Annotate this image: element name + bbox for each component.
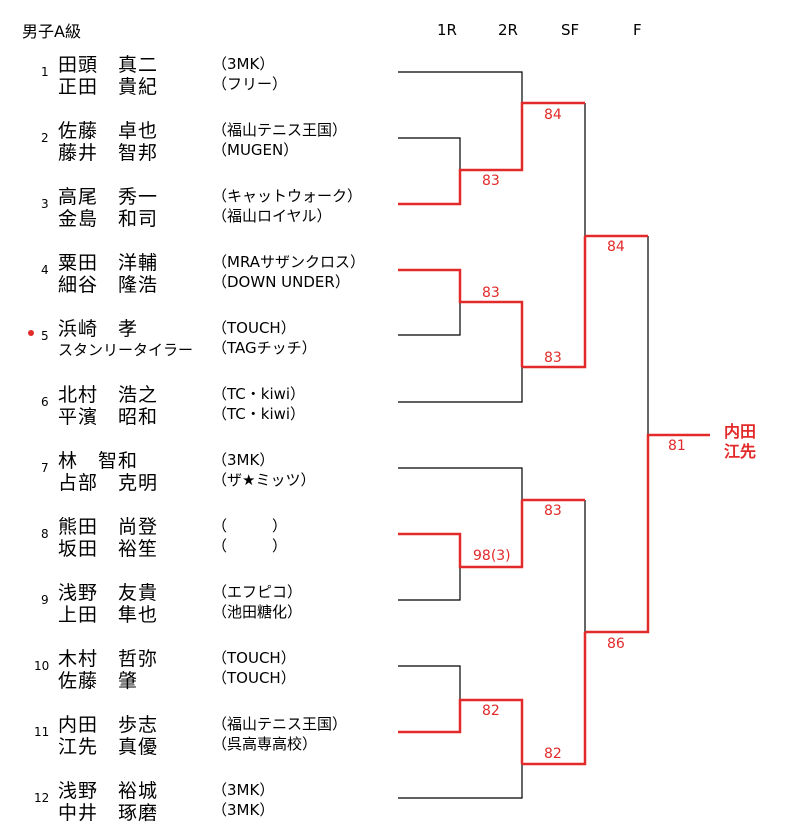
score-sf-bot: 86	[607, 636, 625, 652]
score-2r-2: 83	[544, 350, 562, 366]
player-name: 林 智和	[58, 450, 139, 472]
player-name: 江先 真優	[58, 736, 159, 758]
club-name: （TC・kiwi）	[212, 405, 306, 423]
club-name: （ ）	[212, 537, 288, 555]
club-name: （MUGEN）	[212, 141, 299, 159]
champion-name-2: 江先	[724, 442, 757, 461]
club-name: （3MK）	[212, 55, 275, 73]
round-label-sf: SF	[561, 21, 580, 39]
player-name: 藤井 智邦	[58, 142, 159, 164]
club-name: （福山テニス王国）	[212, 121, 348, 139]
player-name: 木村 哲弥	[58, 648, 159, 670]
player-name: 佐藤 卓也	[58, 120, 159, 142]
seed-number: 1	[41, 65, 49, 79]
score-1r-low: 98(3)	[473, 548, 511, 564]
seed-number: 8	[41, 527, 49, 541]
player-name: 中井 琢磨	[58, 802, 159, 824]
club-name: （呉高専高校）	[212, 735, 318, 753]
club-name: （キャットウォーク）	[212, 187, 363, 205]
player-name: 粟田 洋輔	[58, 252, 159, 274]
club-name: （エフピコ）	[212, 583, 303, 601]
club-name: （3MK）	[212, 451, 275, 469]
seed-number: 9	[41, 593, 49, 607]
seed-number: 11	[34, 725, 50, 739]
player-name: 田頭 真二	[58, 54, 159, 76]
club-name: （TC・kiwi）	[212, 385, 306, 403]
player-name: 平濱 昭和	[58, 406, 159, 428]
club-name: （3MK）	[212, 781, 275, 799]
club-name: （TOUCH）	[212, 649, 296, 667]
player-name: 正田 貴紀	[58, 76, 159, 98]
club-name: （ ）	[212, 517, 288, 535]
seed-number: 6	[41, 395, 49, 409]
division-title: 男子A級	[22, 22, 81, 41]
seed-marker-dot	[28, 330, 34, 336]
seed-number: 10	[34, 659, 50, 673]
player-name: 熊田 尚登	[58, 516, 159, 538]
player-name: 占部 克明	[58, 472, 159, 494]
club-name: （MRAサザンクロス）	[212, 253, 366, 271]
round-label-1r: 1R	[437, 21, 457, 39]
champion-name-1: 内田	[724, 422, 757, 441]
club-name: （池田糖化）	[212, 603, 303, 621]
player-name: 坂田 裕笙	[58, 538, 159, 560]
club-name: （DOWN UNDER）	[212, 273, 350, 291]
score-1r-top: 83	[482, 173, 500, 189]
seed-number: 7	[41, 461, 49, 475]
player-name: 上田 隼也	[58, 604, 159, 626]
player-name: 北村 浩之	[58, 384, 159, 406]
player-name: 高尾 秀一	[58, 186, 159, 208]
score-2r-1: 84	[544, 107, 562, 123]
score-2r-3: 83	[544, 503, 562, 519]
score-final: 81	[668, 438, 686, 454]
player-name: 浅野 裕城	[58, 780, 159, 802]
seed-number: 5	[41, 329, 49, 343]
player-name: 内田 歩志	[58, 714, 159, 736]
player-name: 細谷 隆浩	[58, 274, 159, 296]
score-1r-mid: 83	[482, 285, 500, 301]
round-label-f: F	[633, 21, 642, 39]
score-sf-top: 84	[607, 239, 625, 255]
club-name: （フリー）	[212, 75, 288, 93]
seed-number: 12	[34, 791, 50, 805]
score-2r-4: 82	[544, 746, 562, 762]
club-name: （TOUCH）	[212, 669, 296, 687]
player-name: スタンリータイラー	[58, 341, 194, 359]
club-name: （TAGチッチ）	[212, 339, 317, 357]
score-1r-bot: 82	[482, 703, 500, 719]
player-name: 浜崎 孝	[58, 318, 139, 340]
club-name: （ザ★ミッツ）	[212, 471, 316, 489]
player-name: 浅野 友貴	[58, 582, 159, 604]
seed-number: 2	[41, 131, 49, 145]
club-name: （福山テニス王国）	[212, 715, 348, 733]
player-name: 金島 和司	[58, 208, 159, 230]
club-name: （福山ロイヤル）	[212, 207, 332, 225]
seed-number: 3	[41, 197, 49, 211]
round-label-2r: 2R	[498, 21, 518, 39]
club-name: （TOUCH）	[212, 319, 296, 337]
seed-number: 4	[41, 263, 49, 277]
player-name: 佐藤 肇	[58, 670, 139, 692]
club-name: （3MK）	[212, 801, 275, 819]
